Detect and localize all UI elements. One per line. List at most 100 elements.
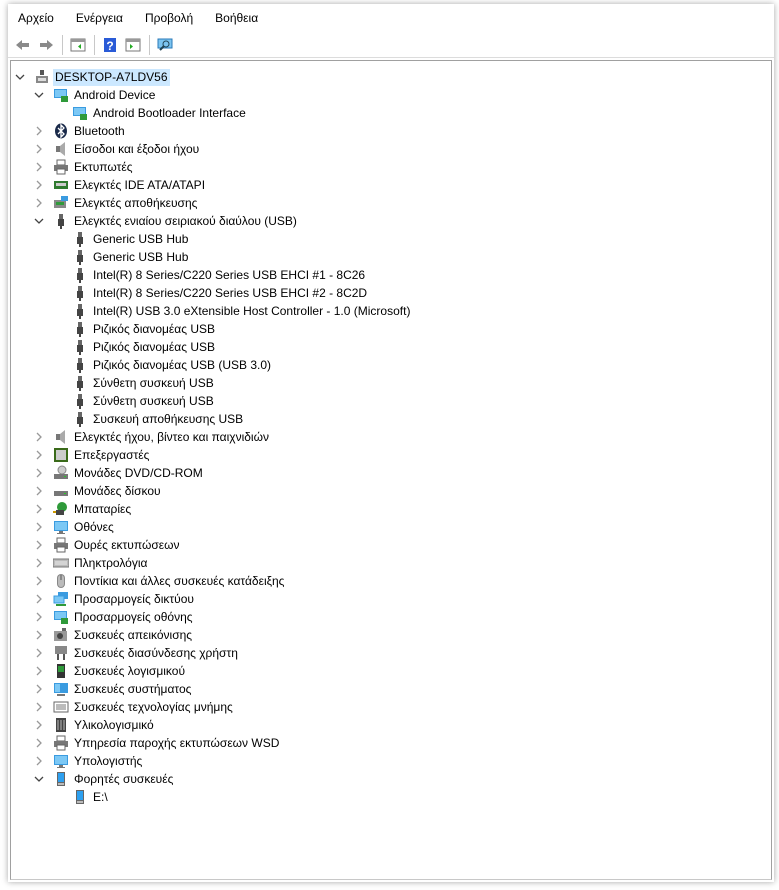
storage-icon — [53, 195, 69, 211]
chevron-right-icon[interactable] — [34, 594, 44, 604]
tree-item[interactable]: Intel(R) USB 3.0 eXtensible Host Control… — [53, 302, 412, 320]
menu-1[interactable]: Ενέργεια — [75, 11, 123, 25]
tree-item[interactable]: Εκτυπωτές — [34, 158, 135, 176]
menu-2[interactable]: Προβολή — [144, 11, 194, 25]
tree-item[interactable]: Ριζικός διανομέας USB — [53, 320, 217, 338]
tree-item[interactable]: Συσκευές απεικόνισης — [34, 626, 194, 644]
chevron-right-icon[interactable] — [34, 126, 44, 136]
tree-indent — [53, 360, 63, 370]
tree-item[interactable]: Generic USB Hub — [53, 230, 190, 248]
tree-item-label: Ελεγκτές IDE ATA/ATAPI — [74, 177, 206, 192]
chevron-right-icon[interactable] — [34, 612, 44, 622]
chevron-right-icon[interactable] — [34, 756, 44, 766]
tree-item[interactable]: Υπηρεσία παροχής εκτυπώσεων WSD — [34, 734, 281, 752]
tree-item[interactable]: Android Bootloader Interface — [53, 104, 248, 122]
chevron-right-icon[interactable] — [34, 738, 44, 748]
chevron-right-icon[interactable] — [34, 522, 44, 532]
chevron-down-icon[interactable] — [34, 90, 44, 100]
tree-indent — [53, 288, 63, 298]
tree-indent — [53, 396, 63, 406]
chevron-right-icon[interactable] — [34, 162, 44, 172]
tree-item[interactable]: Ποντίκια και άλλες συσκευές κατάδειξης — [34, 572, 286, 590]
tree-indent — [53, 792, 63, 802]
tree-indent — [53, 270, 63, 280]
chevron-right-icon[interactable] — [34, 180, 44, 190]
menu-0[interactable]: Αρχείο — [18, 11, 54, 25]
tree-item[interactable]: Συσκευές λογισμικού — [34, 662, 187, 680]
tree-item[interactable]: Ελεγκτές ήχου, βίντεο και παιχνιδιών — [34, 428, 271, 446]
tree-item[interactable]: Συσκευές τεχνολογίας μνήμης — [34, 698, 235, 716]
scan-hardware-icon[interactable] — [154, 34, 176, 56]
tree-item[interactable]: Ελεγκτές IDE ATA/ATAPI — [34, 176, 207, 194]
chevron-right-icon[interactable] — [34, 198, 44, 208]
tree-item[interactable]: Μπαταρίες — [34, 500, 133, 518]
tree-item[interactable]: Μονάδες DVD/CD-ROM — [34, 464, 205, 482]
tree-item[interactable]: Generic USB Hub — [53, 248, 190, 266]
tree-item[interactable]: Bluetooth — [34, 122, 127, 140]
battery-icon — [53, 501, 69, 517]
chevron-right-icon[interactable] — [34, 648, 44, 658]
tree-item[interactable]: Intel(R) 8 Series/C220 Series USB EHCI #… — [53, 284, 369, 302]
forward-arrow-icon[interactable] — [35, 34, 57, 56]
help-icon[interactable]: ? — [99, 34, 121, 56]
tree-item[interactable]: Είσοδοι και έξοδοι ήχου — [34, 140, 201, 158]
chevron-right-icon[interactable] — [34, 630, 44, 640]
tree-item[interactable]: Ουρές εκτυπώσεων — [34, 536, 181, 554]
system-icon — [53, 681, 69, 697]
tree-item[interactable]: Μονάδες δίσκου — [34, 482, 163, 500]
android-icon — [72, 105, 88, 121]
keyboard-icon — [53, 555, 69, 571]
tree-item[interactable]: Υπολογιστής — [34, 752, 144, 770]
chevron-down-icon[interactable] — [15, 72, 25, 82]
chevron-right-icon[interactable] — [34, 576, 44, 586]
tree-item[interactable]: Ελεγκτές ενιαίου σειριακού διαύλου (USB) — [34, 212, 299, 230]
tree-item[interactable]: DESKTOP-A7LDV56 — [15, 68, 170, 86]
tree-item[interactable]: Υλικολογισμικό — [34, 716, 156, 734]
chevron-right-icon[interactable] — [34, 504, 44, 514]
tree-item[interactable]: Οθόνες — [34, 518, 116, 536]
tree-item[interactable]: Σύνθετη συσκευή USB — [53, 374, 216, 392]
tree-item[interactable]: Ριζικός διανομέας USB (USB 3.0) — [53, 356, 273, 374]
chevron-right-icon[interactable] — [34, 486, 44, 496]
back-arrow-icon[interactable] — [12, 34, 34, 56]
chevron-down-icon[interactable] — [34, 216, 44, 226]
tree-item-label: Μονάδες δίσκου — [74, 483, 161, 498]
tree-item[interactable]: E:\ — [53, 788, 110, 806]
chevron-right-icon[interactable] — [34, 450, 44, 460]
tree-item-label: Συσκευές απεικόνισης — [74, 627, 193, 642]
chevron-right-icon[interactable] — [34, 468, 44, 478]
tree-item[interactable]: Φορητές συσκευές — [34, 770, 175, 788]
chevron-right-icon[interactable] — [34, 558, 44, 568]
tree-item-label: Εκτυπωτές — [74, 159, 133, 174]
tree-item[interactable]: Πληκτρολόγια — [34, 554, 149, 572]
tree-item[interactable]: Android Device — [34, 86, 157, 104]
chevron-right-icon[interactable] — [34, 540, 44, 550]
action-pane-icon[interactable] — [122, 34, 144, 56]
chevron-down-icon[interactable] — [34, 774, 44, 784]
usb-icon — [72, 303, 88, 319]
tree-item[interactable]: Ελεγκτές αποθήκευσης — [34, 194, 199, 212]
chevron-right-icon[interactable] — [34, 702, 44, 712]
bluetooth-icon — [53, 123, 69, 139]
chevron-right-icon[interactable] — [34, 666, 44, 676]
menu-3[interactable]: Βοήθεια — [215, 11, 259, 25]
tree-item[interactable]: Συσκευές συστήματος — [34, 680, 193, 698]
chevron-right-icon[interactable] — [34, 144, 44, 154]
tree-item-label: Συσκευές λογισμικού — [74, 663, 185, 678]
chevron-right-icon[interactable] — [34, 432, 44, 442]
tree-item[interactable]: Συσκευή αποθήκευσης USB — [53, 410, 245, 428]
chevron-right-icon[interactable] — [34, 720, 44, 730]
tree-item[interactable]: Προσαρμογείς οθόνης — [34, 608, 195, 626]
tree-item-label: Generic USB Hub — [93, 231, 189, 246]
show-hide-console-tree-icon[interactable] — [67, 34, 89, 56]
tree-item[interactable]: Προσαρμογείς δικτύου — [34, 590, 196, 608]
tree-item[interactable]: Συσκευές διασύνδεσης χρήστη — [34, 644, 240, 662]
tree-item[interactable]: Επεξεργαστές — [34, 446, 151, 464]
tree-item[interactable]: Σύνθετη συσκευή USB — [53, 392, 216, 410]
tree-item[interactable]: Ριζικός διανομέας USB — [53, 338, 217, 356]
chevron-right-icon[interactable] — [34, 684, 44, 694]
toolbar: ? — [8, 32, 774, 58]
tree-item[interactable]: Intel(R) 8 Series/C220 Series USB EHCI #… — [53, 266, 367, 284]
computer-icon — [34, 69, 50, 85]
